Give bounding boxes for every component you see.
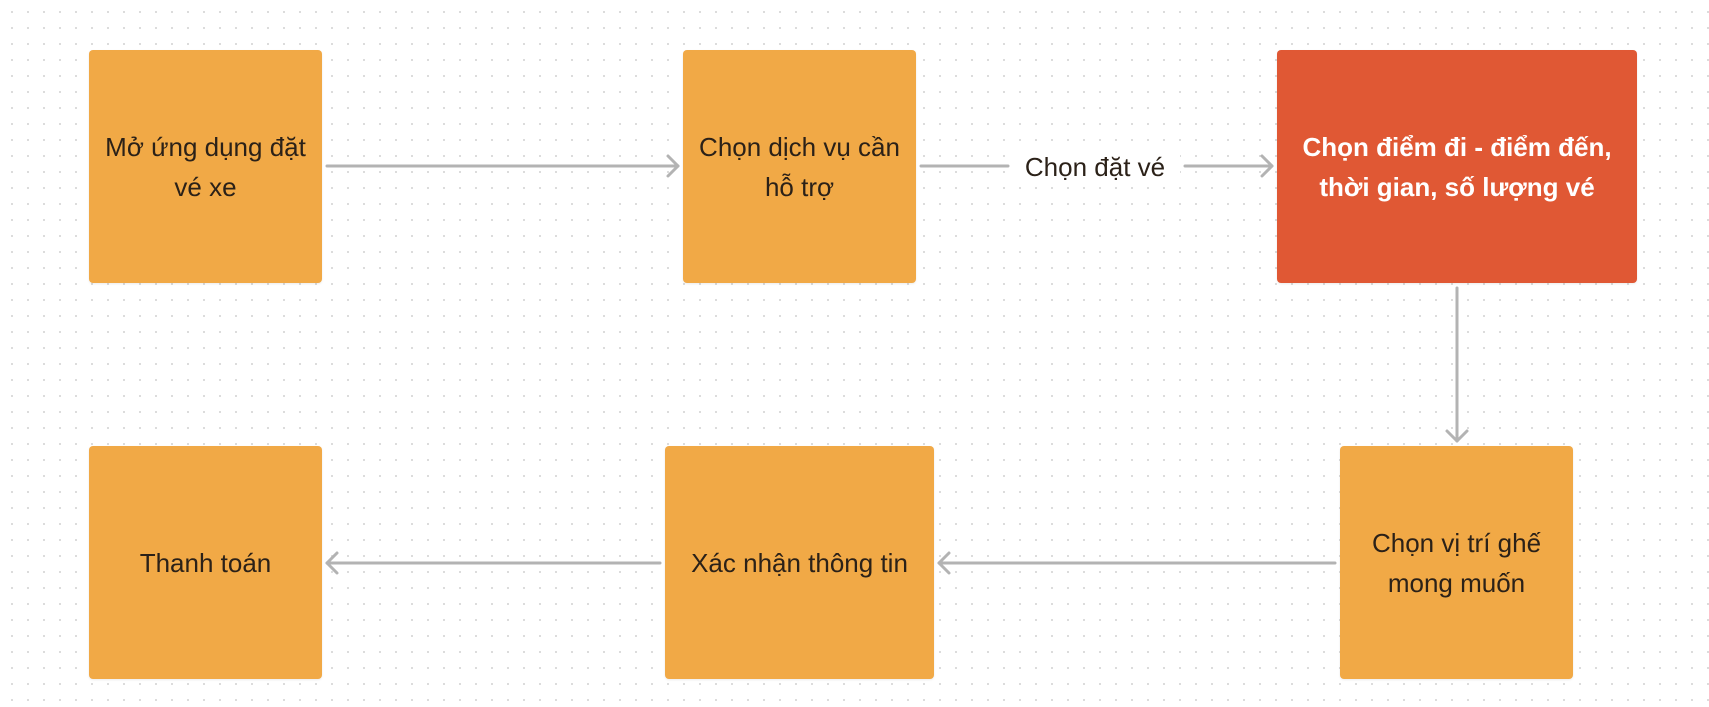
- node-choose-seat[interactable]: Chọn vị trí ghế mong muốn: [1340, 446, 1573, 679]
- node-open-app[interactable]: Mở ứng dụng đặt vé xe: [89, 50, 322, 283]
- arrow-n5-to-n6[interactable]: [325, 551, 662, 575]
- arrow-n4-to-n5[interactable]: [937, 551, 1337, 575]
- arrow-n3-to-n4-head: [1445, 429, 1469, 443]
- arrow-n1-to-n2[interactable]: [325, 154, 680, 178]
- node-confirm-info[interactable]: Xác nhận thông tin: [665, 446, 934, 679]
- edge-label-n2-to-n3[interactable]: Chọn đặt vé: [1010, 147, 1180, 187]
- node-choose-service[interactable]: Chọn dịch vụ cần hỗ trợ: [683, 50, 916, 283]
- node-choose-route-time-quantity[interactable]: Chọn điểm đi - điểm đến, thời gian, số l…: [1277, 50, 1637, 283]
- arrow-n2-to-n3-head: [1260, 154, 1274, 178]
- arrow-n1-to-n2-head: [666, 154, 680, 178]
- node-payment[interactable]: Thanh toán: [89, 446, 322, 679]
- arrow-n5-to-n6-head: [325, 551, 339, 575]
- arrow-n2-to-n3[interactable]: [919, 154, 1274, 178]
- arrow-n4-to-n5-head: [937, 551, 951, 575]
- arrow-n3-to-n4[interactable]: [1445, 286, 1469, 443]
